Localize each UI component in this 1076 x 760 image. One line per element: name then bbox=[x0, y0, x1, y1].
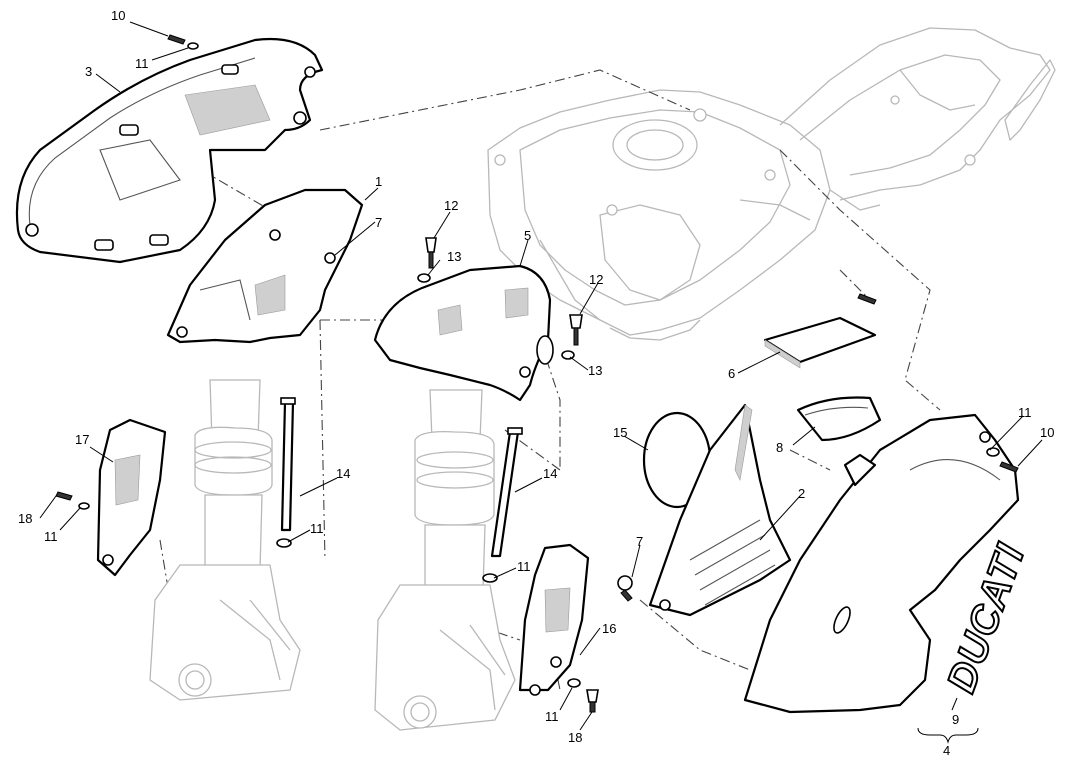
callout-11: 11 bbox=[44, 529, 58, 544]
callout-12: 12 bbox=[589, 272, 603, 287]
callout-1: 1 bbox=[375, 174, 382, 189]
callout-11: 11 bbox=[1018, 405, 1032, 420]
callout-13: 13 bbox=[588, 363, 602, 378]
part-14-rod-right bbox=[490, 427, 523, 558]
callout-4: 4 bbox=[943, 743, 950, 758]
callout-16: 16 bbox=[602, 621, 616, 636]
left-fork-ghost bbox=[149, 379, 301, 701]
callout-15: 15 bbox=[613, 425, 627, 440]
callout-18: 18 bbox=[18, 511, 32, 526]
callout-14: 14 bbox=[336, 466, 350, 481]
right-fork-ghost bbox=[374, 389, 516, 731]
callout-7: 7 bbox=[636, 534, 643, 549]
part-4-fairing-half bbox=[743, 413, 1020, 714]
part-3-side-fairing bbox=[15, 37, 324, 264]
part-2-air-duct bbox=[648, 403, 792, 617]
part-5-front-mudguard bbox=[373, 264, 554, 402]
callout-9: 9 bbox=[952, 712, 959, 727]
callout-11: 11 bbox=[517, 559, 531, 574]
part-1-inner-cover bbox=[166, 188, 364, 344]
callout-10: 10 bbox=[1040, 425, 1054, 440]
callout-11: 11 bbox=[310, 521, 324, 536]
part-8-rubber-pad bbox=[796, 396, 882, 442]
frame-ghost bbox=[487, 27, 1056, 341]
callout-3: 3 bbox=[85, 64, 92, 79]
part-6-sticker-pad bbox=[763, 316, 877, 369]
callout-6: 6 bbox=[728, 366, 735, 381]
part-16-fork-guard-right bbox=[518, 543, 590, 696]
callout-18: 18 bbox=[568, 730, 582, 745]
part-17-fork-guard-left bbox=[96, 418, 167, 577]
callout-12: 12 bbox=[444, 198, 458, 213]
callout-17: 17 bbox=[75, 432, 89, 447]
callout-13: 13 bbox=[447, 249, 461, 264]
callout-11: 11 bbox=[545, 709, 559, 724]
callouts: 10 11 3 1 7 12 13 5 12 13 6 8 2 15 7 11 … bbox=[18, 8, 1054, 758]
callout-5: 5 bbox=[524, 228, 531, 243]
callout-2: 2 bbox=[798, 486, 805, 501]
callout-14: 14 bbox=[543, 466, 557, 481]
hardware bbox=[55, 34, 1019, 713]
brace bbox=[917, 727, 979, 744]
callout-10: 10 bbox=[111, 8, 125, 23]
part-14-rod-left bbox=[280, 397, 296, 532]
leader-lines bbox=[39, 21, 1043, 731]
callout-11: 11 bbox=[135, 56, 149, 71]
callout-8: 8 bbox=[776, 440, 783, 455]
callout-7: 7 bbox=[375, 215, 382, 230]
